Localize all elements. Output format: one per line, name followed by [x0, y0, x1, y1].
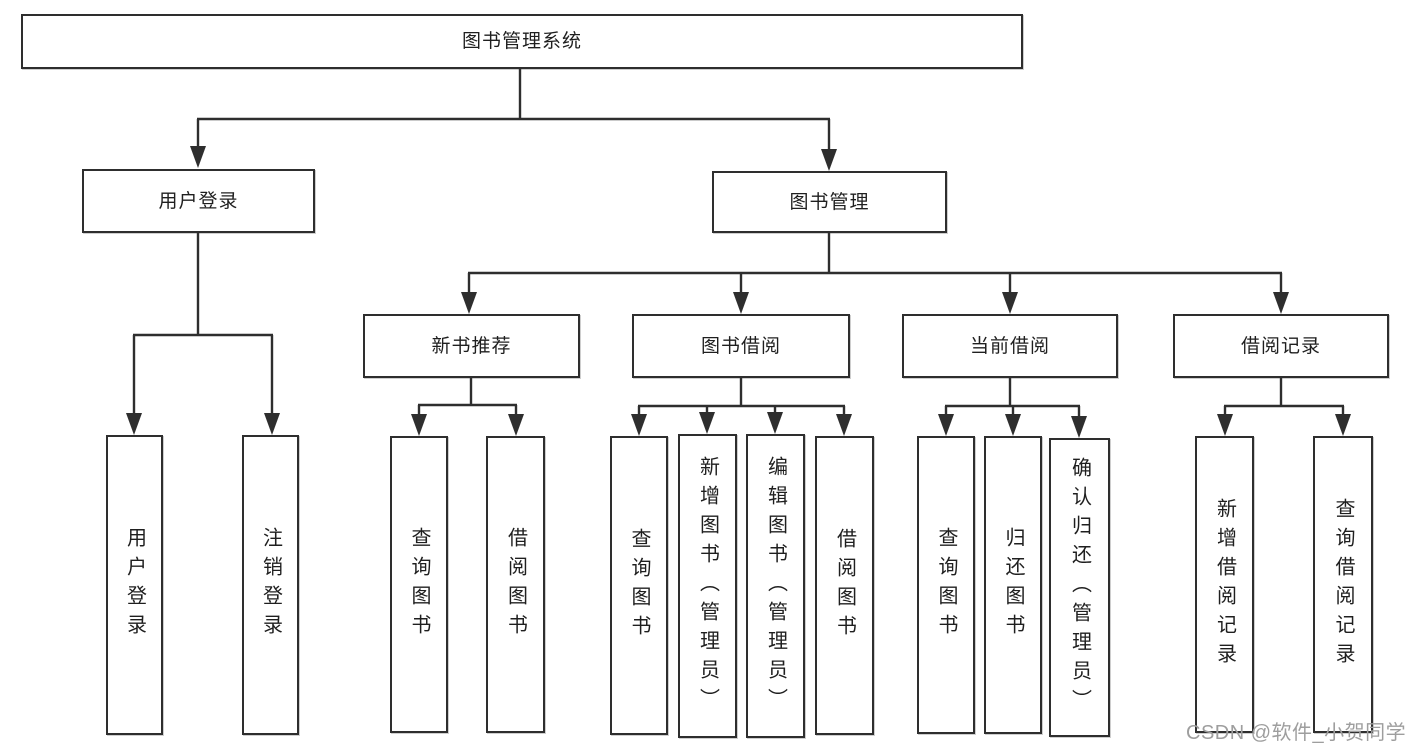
node-current-borrow: 当前借阅 [902, 314, 1118, 378]
leaf-borrow-book-2: 借阅图书 [815, 436, 874, 735]
leaf-edit-book-admin: 编辑图书（管理员） [746, 434, 805, 738]
leaf-user-login-label: 用户登录 [123, 527, 146, 643]
node-borrow-record-label: 借阅记录 [1240, 335, 1321, 357]
node-root: 图书管理系统 [21, 14, 1023, 69]
leaf-return-book-label: 归还图书 [1002, 527, 1024, 643]
node-new-book-recommend: 新书推荐 [363, 314, 580, 378]
leaf-add-borrow-record: 新增借阅记录 [1195, 436, 1254, 733]
csdn-watermark: CSDN @软件_小贺同学 [1186, 722, 1405, 744]
node-user-login: 用户登录 [82, 169, 315, 233]
node-borrow-record: 借阅记录 [1173, 314, 1389, 378]
leaf-query-book-1-label: 查询图书 [408, 526, 430, 643]
leaf-logout-label: 注销登录 [259, 527, 282, 643]
node-root-label: 图书管理系统 [461, 31, 582, 52]
leaf-query-book-2-label: 查询图书 [628, 527, 650, 644]
leaf-add-borrow-record-label: 新增借阅记录 [1213, 497, 1236, 672]
leaf-query-book-2: 查询图书 [610, 436, 668, 735]
leaf-logout: 注销登录 [242, 435, 299, 735]
node-book-management-label: 图书管理 [789, 191, 870, 213]
leaf-query-book-1: 查询图书 [390, 436, 448, 733]
leaf-query-book-3: 查询图书 [917, 436, 975, 734]
leaf-confirm-return-admin: 确认归还（管理员） [1049, 438, 1110, 737]
leaf-add-book-admin: 新增图书（管理员） [678, 434, 737, 738]
leaf-query-borrow-record: 查询借阅记录 [1313, 436, 1373, 733]
node-current-borrow-label: 当前借阅 [969, 335, 1050, 357]
node-book-borrow: 图书借阅 [632, 314, 850, 378]
leaf-edit-book-admin-label: 编辑图书（管理员） [764, 455, 787, 717]
leaf-return-book: 归还图书 [984, 436, 1042, 734]
leaf-user-login: 用户登录 [106, 435, 163, 735]
leaf-query-book-3-label: 查询图书 [935, 527, 957, 643]
leaf-query-borrow-record-label: 查询借阅记录 [1332, 497, 1354, 672]
node-new-book-recommend-label: 新书推荐 [431, 335, 512, 357]
leaf-add-book-admin-label: 新增图书（管理员） [696, 455, 719, 717]
leaf-confirm-return-admin-label: 确认归还（管理员） [1068, 457, 1091, 718]
leaf-borrow-book-2-label: 借阅图书 [833, 527, 856, 644]
leaf-borrow-book-1: 借阅图书 [486, 436, 545, 733]
node-book-management: 图书管理 [712, 171, 947, 233]
leaf-borrow-book-1-label: 借阅图书 [504, 526, 527, 643]
node-user-login-label: 用户登录 [158, 190, 239, 212]
node-book-borrow-label: 图书借阅 [700, 335, 781, 357]
